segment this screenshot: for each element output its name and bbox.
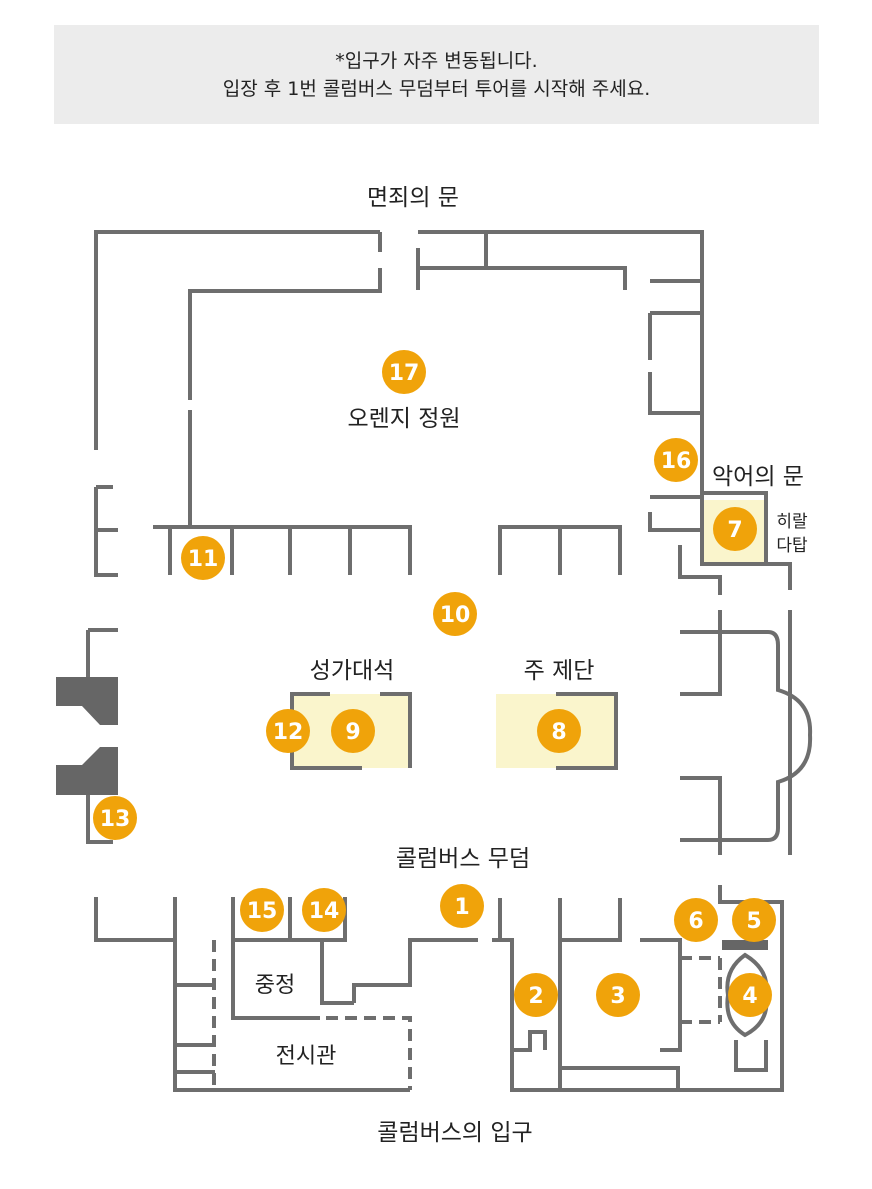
marker-5[interactable]: 5 — [732, 898, 776, 942]
west-block-upper — [56, 677, 118, 725]
marker-13[interactable]: 13 — [93, 796, 137, 840]
marker-2[interactable]: 2 — [514, 973, 558, 1017]
svg-text:17: 17 — [389, 361, 420, 386]
label-giralda-1: 히랄 — [776, 512, 808, 532]
west-block-lower — [56, 747, 118, 795]
map-labels: 면죄의 문 오렌지 정원 악어의 문 히랄 다탑 성가대석 주 제단 콜럼버스 … — [255, 185, 808, 1146]
marker-15[interactable]: 15 — [240, 888, 284, 932]
svg-text:14: 14 — [309, 899, 340, 924]
svg-text:4: 4 — [742, 984, 757, 1009]
svg-text:16: 16 — [661, 449, 692, 474]
label-crocodile-gate: 악어의 문 — [712, 464, 804, 490]
svg-text:13: 13 — [100, 807, 131, 832]
notice-line-2: 입장 후 1번 콜럼버스 무덤부터 투어를 시작해 주세요. — [222, 77, 651, 100]
marker-10[interactable]: 10 — [433, 592, 477, 636]
label-main-altar: 주 제단 — [524, 658, 595, 684]
label-choir: 성가대석 — [310, 658, 395, 684]
marker-12[interactable]: 12 — [266, 709, 310, 753]
marker-16[interactable]: 16 — [654, 438, 698, 482]
marker-8[interactable]: 8 — [537, 709, 581, 753]
entrance-notice: *입구가 자주 변동됩니다. 입장 후 1번 콜럼버스 무덤부터 투어를 시작해… — [54, 25, 819, 124]
label-orange-garden: 오렌지 정원 — [347, 406, 460, 432]
marker-4[interactable]: 4 — [728, 973, 772, 1017]
label-columbus-entrance: 콜럼버스의 입구 — [377, 1120, 532, 1146]
dashed-walls — [212, 940, 722, 1090]
svg-text:8: 8 — [551, 720, 566, 745]
svg-text:3: 3 — [610, 984, 625, 1009]
label-courtyard: 중정 — [255, 973, 295, 998]
marker-9[interactable]: 9 — [331, 709, 375, 753]
label-giralda-2: 다탑 — [776, 536, 808, 556]
marker-11[interactable]: 11 — [181, 536, 225, 580]
label-columbus-tomb: 콜럼버스 무덤 — [396, 846, 530, 872]
svg-text:1: 1 — [454, 895, 469, 920]
label-forgiveness-gate: 면죄의 문 — [367, 185, 459, 211]
label-exhibition: 전시관 — [276, 1044, 337, 1069]
tower-dark-bar — [722, 940, 768, 950]
marker-6[interactable]: 6 — [674, 898, 718, 942]
svg-text:11: 11 — [188, 547, 219, 572]
svg-text:2: 2 — [528, 984, 543, 1009]
markers: 1 2 3 4 5 6 7 8 9 10 11 12 13 14 15 16 1… — [93, 350, 776, 1017]
west-door-blocks — [56, 677, 768, 950]
marker-14[interactable]: 14 — [302, 888, 346, 932]
svg-text:5: 5 — [746, 909, 761, 934]
svg-text:6: 6 — [688, 909, 703, 934]
walls — [86, 230, 813, 1092]
marker-17[interactable]: 17 — [382, 350, 426, 394]
svg-text:7: 7 — [727, 518, 742, 543]
svg-text:15: 15 — [247, 899, 278, 924]
svg-text:10: 10 — [440, 603, 471, 628]
marker-1[interactable]: 1 — [440, 884, 484, 928]
svg-text:9: 9 — [345, 720, 360, 745]
marker-7[interactable]: 7 — [713, 507, 757, 551]
svg-text:12: 12 — [273, 720, 304, 745]
notice-line-1: *입구가 자주 변동됩니다. — [335, 49, 538, 72]
marker-3[interactable]: 3 — [596, 973, 640, 1017]
